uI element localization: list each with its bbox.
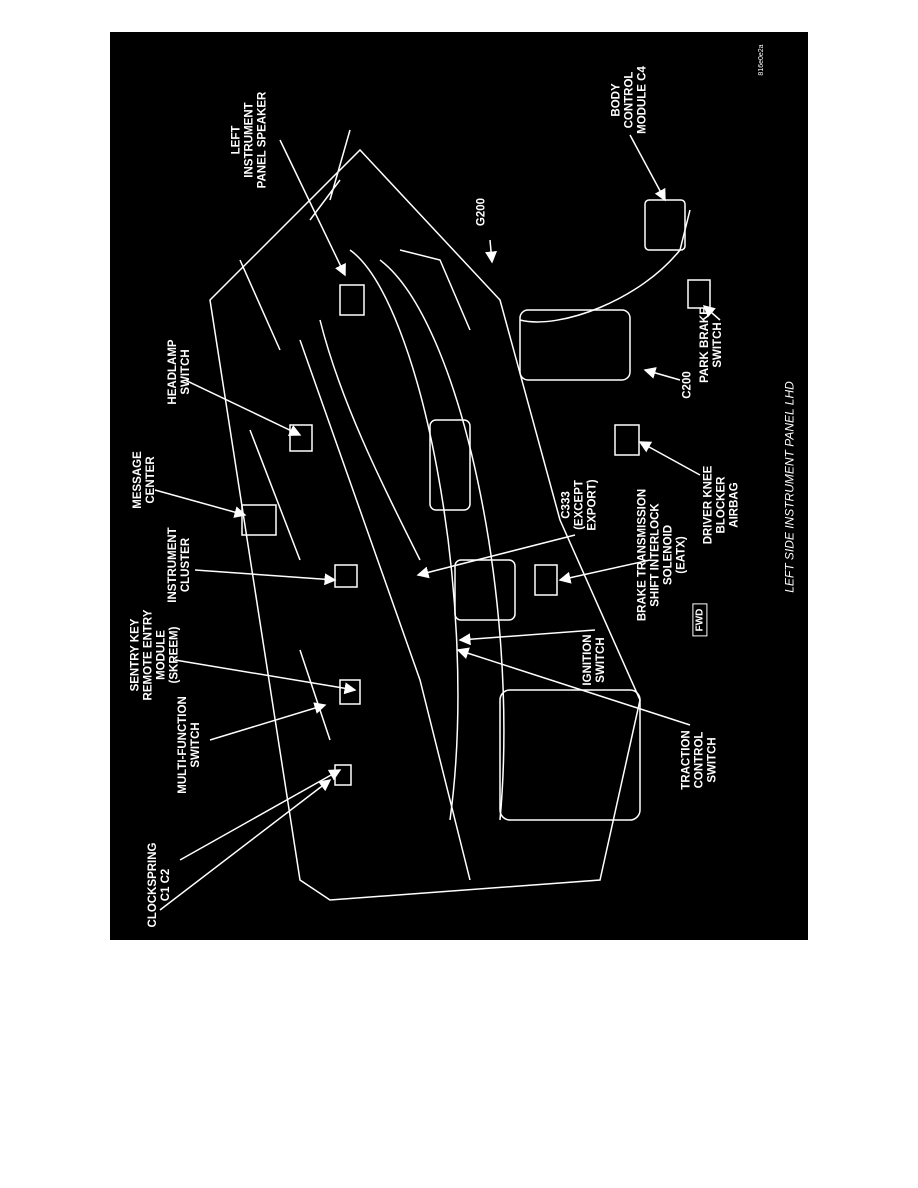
figure-code: 816e0e2a: [758, 44, 766, 76]
fwd-arrow-icon: FWD: [692, 603, 708, 637]
leader-arrows: [154, 134, 721, 911]
label-body-control-module: BODY CONTROL MODULE C4: [610, 66, 649, 134]
label-driver-knee-airbag: DRIVER KNEE BLOCKER AIRBAG: [702, 465, 741, 545]
label-instrument-cluster: INSTRUMENT CLUSTER: [167, 527, 192, 603]
diagram-panel: [110, 32, 808, 940]
label-left-panel-speaker: LEFT INSTRUMENT PANEL SPEAKER: [230, 91, 269, 189]
label-c200: C200: [681, 371, 694, 399]
label-g200: G200: [475, 197, 488, 227]
label-multifunction-switch: MULTI-FUNCTION SWITCH: [177, 696, 202, 794]
label-traction-control-switch: TRACTION CONTROL SWITCH: [680, 730, 719, 790]
figure-caption: LEFT SIDE INSTRUMENT PANEL LHD: [782, 381, 797, 593]
label-ignition-switch: IGNITION SWITCH: [582, 634, 607, 686]
label-skreem: SENTRY KEY REMOTE ENTRY MODULE (SKREEM): [129, 609, 180, 701]
label-c333: C333 (EXCEPT EXPORT): [560, 479, 599, 531]
label-headlamp-switch: HEADLAMP SWITCH: [167, 339, 192, 405]
label-park-brake-switch: PARK BRAKE SWITCH: [699, 307, 724, 383]
label-message-center: MESSAGE CENTER: [132, 451, 157, 509]
label-btsi-solenoid: BRAKE TRANSMISSION SHIFT INTERLOCK SOLEN…: [636, 488, 687, 622]
label-clockspring: CLOCKSPRING C1 C2: [147, 842, 172, 928]
